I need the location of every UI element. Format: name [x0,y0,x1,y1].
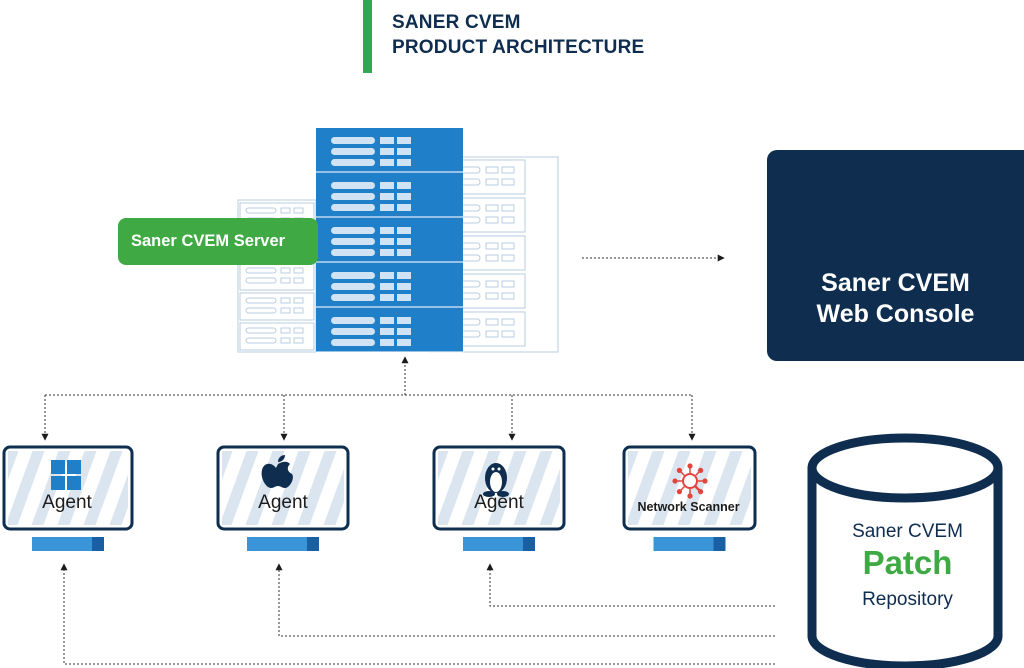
server-drive-slot [331,339,375,346]
server-drive-slot [331,182,375,189]
monitor-base [463,537,535,551]
server-drive-slot [331,328,375,335]
web-console-card [767,150,1024,361]
web-console-title-line-1: Saner CVEM [821,269,970,297]
server-drive-slot [331,249,375,256]
monitor-base [247,537,319,551]
diagram-title-line-2: PRODUCT ARCHITECTURE [392,37,645,58]
server-drive-slot [331,238,375,245]
network-scanner-icon [672,463,708,499]
linux-agent-label: Agent [474,492,524,513]
windows-agent-label: Agent [42,492,92,513]
server-drive-slot [331,272,375,279]
repository-title-line-2: Patch [862,544,953,581]
monitor-base [32,537,104,551]
server-drive-slot [245,267,277,274]
server-drive-slot [331,227,375,234]
server-drive-slot [331,159,375,166]
server-drive-slot [245,297,277,304]
repo-to-mac-connector [275,563,775,637]
linux-icon [483,463,509,497]
repo-to-windows-connector [60,563,775,665]
mac-agent-label: Agent [258,492,308,513]
patch-repository-cylinder [807,433,1003,668]
monitor-base [653,537,726,551]
web-console-title-line-2: Web Console [816,300,975,328]
title-accent-bar [363,0,372,73]
server-drive-slot [331,317,375,324]
server-drive-slot [245,277,277,284]
server-drive-slot [245,307,277,314]
mac-endpoint-monitor [216,445,350,551]
network-scanner-label: Network Scanner [637,500,740,514]
server-drive-slot [331,193,375,200]
server-drive-slot [245,337,277,344]
windows-icon [51,460,81,490]
repository-title-line-3: Repository [862,589,953,610]
web-console-title: Saner CVEM Web Console [767,268,1024,330]
server-drive-slot [245,207,277,214]
server-drive-slot [331,137,375,144]
apple-icon [261,455,293,488]
server-label: Saner CVEM Server [118,218,318,265]
server-drive-slot [331,204,375,211]
diagram-title-line-1: SANER CVEM [392,12,521,33]
server-drive-slot [331,294,375,301]
server-drive-slot [331,283,375,290]
server-drive-slot [331,148,375,155]
repository-title-line-1: Saner CVEM [852,521,963,542]
server-rack-main [316,128,463,353]
server-drive-slot [245,327,277,334]
repo-to-linux-connector [486,563,775,607]
